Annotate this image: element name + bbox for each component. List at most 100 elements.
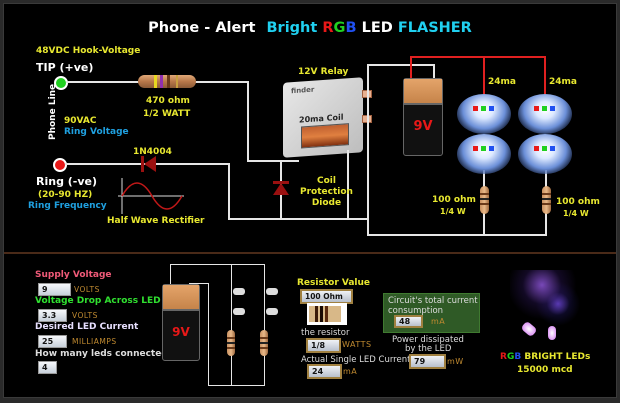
diode-label: 1N4004 [133, 147, 172, 157]
title-r: R [322, 20, 334, 36]
right-loop-bottom [367, 234, 547, 236]
calc-wire-g [208, 385, 265, 386]
voltage-drop-unit: VOLTS [72, 311, 98, 320]
led-current-1: 24ma [488, 77, 516, 87]
half-wave-waveform-icon [118, 178, 184, 214]
right-loop-top [367, 64, 435, 66]
actual-current-label: Actual Single LED Current [301, 355, 411, 365]
hook-voltage-label: 48VDC Hook-Voltage [36, 46, 141, 56]
supply-voltage-input[interactable]: 9 [38, 283, 71, 296]
calc-wire-d [264, 264, 265, 386]
resistor-value-label: 470 ohm [146, 96, 190, 106]
power-unit: mW [447, 357, 464, 366]
rectifier-label: Half Wave Rectifier [107, 216, 205, 226]
led-2-pos-wire [544, 56, 546, 94]
product-label: RGB BRIGHT LEDs [500, 352, 591, 362]
power-label-1: Power dissipated [392, 335, 464, 345]
the-resistor-label: the resistor [301, 328, 350, 338]
calc-battery-9v: 9V [162, 284, 200, 361]
led-current-input[interactable]: 25 [38, 335, 67, 348]
relay-wire [247, 160, 299, 162]
led-resistor-2 [542, 186, 551, 214]
actual-current-unit: mA [343, 367, 358, 376]
title-b: B [345, 20, 357, 36]
product-brightness: 15000 mcd [517, 365, 573, 375]
battery-pos-wire [410, 56, 412, 78]
calc-wire-a [170, 264, 171, 284]
calc-battery-label: 9V [172, 325, 190, 339]
ring-label: Ring (-ve) [36, 175, 98, 188]
ring-frequency-label: Ring Frequency [28, 201, 107, 211]
total-current-unit: mA [431, 317, 446, 326]
calc-led-1 [233, 288, 245, 295]
total-current-output: 48 [394, 315, 423, 328]
title-bright: Bright [266, 20, 318, 36]
resistor-470-ohm [138, 75, 196, 88]
resistor-watts-unit: WATTS [342, 340, 372, 349]
calc-led-2 [233, 308, 245, 315]
voltage-drop-label: Voltage Drop Across LED [35, 296, 161, 306]
total-current-label: Circuit's total current consumption [388, 296, 478, 316]
led-count-input[interactable]: 4 [38, 361, 57, 374]
relay-brand: finder [291, 85, 315, 96]
rgb-led-1 [457, 94, 511, 134]
relay-out-wire [347, 150, 349, 218]
protection-diode-label: Coil Protection Diode [300, 176, 353, 208]
led-resistor-1 [480, 186, 489, 214]
led-resistor-2-watt: 1/4 W [563, 209, 589, 218]
calc-led-3 [266, 288, 278, 295]
total-current-panel: Circuit's total current consumption 48 m… [383, 293, 480, 333]
led-current-unit: MILLIAMPS [72, 337, 117, 346]
ring-frequency-value: (20-90 HZ) [38, 190, 93, 200]
led-current-label: Desired LED Current [35, 322, 139, 332]
power-label-2: by the LED [405, 344, 452, 354]
calc-led-4 [266, 308, 278, 315]
coil-label: 20ma Coil [299, 112, 344, 125]
title-phone-alert: Phone - Alert [148, 20, 256, 36]
ring-voltage-label: Ring Voltage [64, 127, 129, 137]
calc-wire-b [170, 264, 265, 265]
resistor-watts-output: 1/8 [306, 338, 341, 353]
positive-bus [410, 56, 545, 58]
supply-voltage-unit: VOLTS [74, 285, 100, 294]
relay-12v: finder 20ma Coil [283, 77, 363, 158]
battery-9v: 9V [403, 78, 443, 156]
rgb-led-photo [510, 270, 590, 345]
voltage-drop-input[interactable]: 3.3 [38, 309, 67, 322]
tip-label: TIP (+ve) [36, 61, 94, 74]
rgb-led-2 [518, 94, 572, 134]
calc-wire-e [189, 283, 209, 284]
protection-diode-icon [273, 181, 289, 195]
calc-resistor-1 [227, 330, 235, 356]
led-1-pos-wire [483, 56, 485, 94]
page-title: Phone - Alert Bright RGB LED FLASHER [0, 20, 620, 36]
resistor-color-code-icon [307, 303, 347, 325]
actual-current-output: 24 [307, 364, 342, 379]
resistor-watt-label: 1/2 WATT [143, 109, 191, 119]
resistor-value-heading: Resistor Value [297, 278, 371, 288]
phone-line-label: Phone Line [48, 83, 58, 140]
rgb-led-3 [457, 134, 511, 174]
relay-label: 12V Relay [298, 67, 349, 77]
led-resistor-2-value: 100 ohm [556, 197, 600, 207]
ring-wire-down [228, 163, 230, 219]
tip-wire-down [247, 81, 249, 161]
resistor-value-output: 100 Ohm [300, 289, 353, 304]
diode-1n4004-icon [141, 156, 156, 172]
supply-voltage-label: Supply Voltage [35, 270, 112, 280]
title-flasher: FLASHER [397, 20, 472, 36]
battery-neg-wire [433, 64, 435, 80]
power-dissipated-output: 79 [409, 354, 446, 369]
right-loop-left [367, 64, 369, 236]
led-count-label: How many leds connected [35, 349, 168, 359]
ring-terminal [53, 158, 67, 172]
tip-terminal [54, 76, 68, 90]
led-resistor-1-value: 100 ohm [432, 195, 476, 205]
calc-wire-c [231, 264, 232, 386]
battery-label: 9V [413, 119, 433, 134]
ring-voltage-value: 90VAC [64, 116, 97, 126]
section-divider [4, 252, 616, 254]
rgb-led-4 [518, 134, 572, 174]
title-g: G [333, 20, 346, 36]
bottom-wire [228, 218, 368, 220]
